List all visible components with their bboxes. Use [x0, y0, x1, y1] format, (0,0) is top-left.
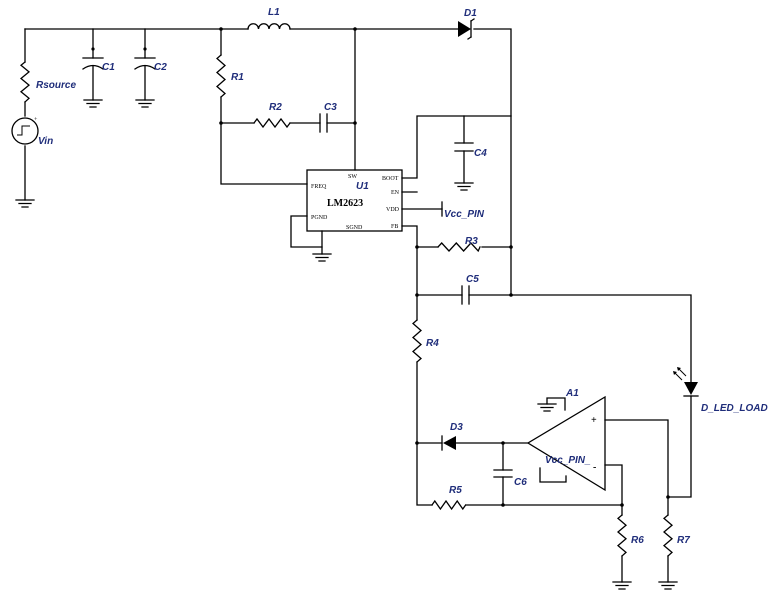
ground-icon — [454, 182, 474, 191]
label-l1: L1 — [268, 7, 280, 18]
diode-d1 — [458, 18, 475, 40]
capacitor-c5 — [461, 285, 470, 305]
pin-pgnd-label: PGND — [311, 215, 328, 221]
resistors — [19, 54, 674, 557]
label-r6: R6 — [631, 535, 644, 546]
label-vcc-pin-opamp: Vcc_PIN_ — [545, 455, 591, 466]
label-r5: R5 — [449, 485, 462, 496]
label-c2: C2 — [154, 62, 167, 73]
pin-boot-label: BOOT — [382, 176, 399, 182]
resistor-r7 — [662, 514, 674, 557]
pin-vdd-label: VDD — [386, 207, 400, 213]
ground-icon — [612, 581, 632, 590]
capacitor-c4 — [454, 142, 474, 152]
label-vcc-pin: Vcc_PIN — [444, 209, 485, 220]
opamp-a1: + - — [526, 395, 606, 492]
ground-icon — [537, 403, 557, 412]
vin-source: + — [11, 117, 39, 145]
led-d-led-load — [673, 367, 699, 397]
label-r2: R2 — [269, 102, 282, 113]
resistor-r1 — [216, 54, 226, 98]
pin-en-label: EN — [391, 190, 400, 196]
opamp-minus-sign: - — [593, 462, 596, 473]
resistor-r4 — [412, 319, 422, 363]
label-d-led-load: D_LED_LOAD — [701, 403, 768, 414]
resistor-r3 — [437, 242, 481, 253]
label-a1: A1 — [565, 388, 579, 399]
label-r7: R7 — [677, 535, 690, 546]
capacitors — [82, 47, 513, 478]
resistor-rsource — [19, 61, 31, 103]
label-c4: C4 — [474, 148, 487, 159]
ground-icon — [312, 253, 332, 262]
ground-icon — [658, 581, 678, 590]
resistor-r6 — [616, 514, 628, 557]
capacitor-c3 — [319, 113, 328, 133]
wires — [24, 28, 692, 583]
diode-d3 — [441, 435, 456, 451]
ic-part-number: LM2623 — [327, 198, 363, 209]
label-d1: D1 — [464, 8, 477, 19]
opamp-plus-sign: + — [591, 415, 597, 426]
capacitor-c1 — [82, 47, 104, 70]
ground-icon — [135, 99, 155, 108]
label-d3: D3 — [450, 422, 463, 433]
pin-freq-label: FREQ — [311, 184, 327, 190]
ground-symbols — [15, 99, 678, 590]
capacitor-c2 — [134, 47, 156, 70]
junctions — [219, 27, 670, 507]
ic-lm2623: LM2623 SW BOOT FREQ EN VDD PGND SGND FB — [306, 169, 403, 232]
ground-icon — [83, 99, 103, 108]
ground-icon — [15, 199, 35, 208]
label-vin: Vin — [38, 136, 53, 147]
label-r4: R4 — [426, 338, 439, 349]
label-c3: C3 — [324, 102, 337, 113]
inductor-l1 — [247, 23, 291, 30]
label-c5: C5 — [466, 274, 479, 285]
pin-sgnd-label: SGND — [346, 225, 363, 231]
label-u1: U1 — [356, 181, 369, 192]
pin-fb-label: FB — [391, 224, 398, 230]
vin-polarity: + — [34, 117, 38, 123]
resistor-r5 — [431, 499, 467, 511]
label-c6: C6 — [514, 477, 527, 488]
label-c1: C1 — [102, 62, 115, 73]
label-r3: R3 — [465, 236, 478, 247]
reference-labels: L1 D1 Rsource Vin C1 C2 R1 R2 C3 C4 U1 V… — [36, 7, 768, 546]
resistor-r2 — [253, 117, 291, 129]
pin-sw-label: SW — [348, 174, 357, 180]
capacitor-c6 — [493, 469, 513, 478]
label-rsource: Rsource — [36, 80, 76, 91]
label-r1: R1 — [231, 72, 244, 83]
